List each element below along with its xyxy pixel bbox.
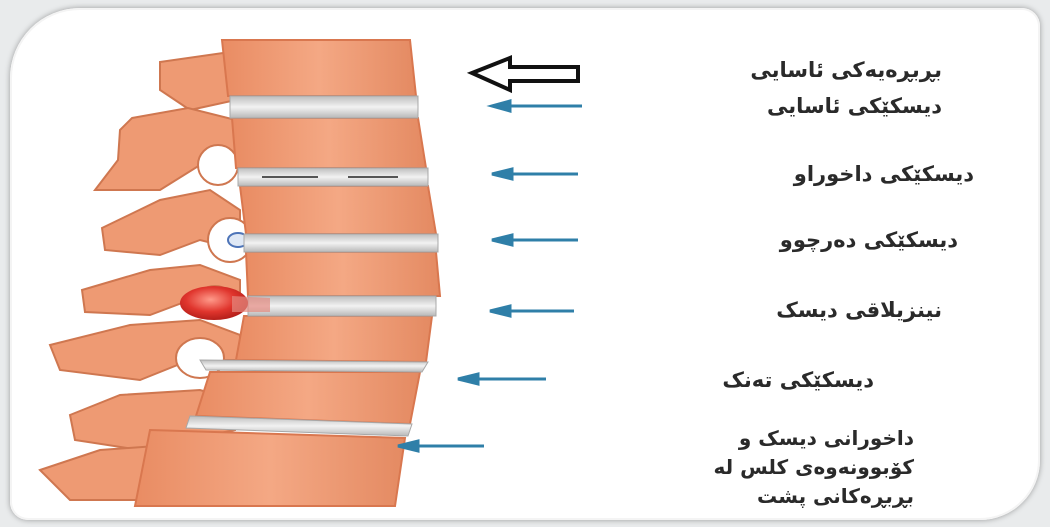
label-bulging-disc: دیسکێکی دەرچوو [780, 226, 958, 254]
thin-disc [200, 360, 428, 372]
arrow-icon [458, 374, 546, 384]
label-herniated-disc: نینزیلاقی دیسک [776, 296, 942, 324]
herniation-tail [232, 296, 270, 312]
arrow-icon [492, 169, 578, 179]
normal-disc [230, 96, 418, 118]
label-thin-disc: دیسکێکی تەنک [722, 366, 874, 394]
label-normal-disc: دیسکێکی ئاسایی [767, 92, 942, 120]
label-normal-vertebra: بڕبڕەیەکی ئاسایی [750, 56, 942, 84]
hollow-arrow-icon [472, 58, 578, 90]
label-degeneration: داخورانی دیسک و کۆبوونەوەی کلس لە بڕبڕەک… [714, 424, 915, 511]
herniated-disc [248, 296, 436, 316]
label-worn-disc: دیسکێکی داخوراو [794, 160, 974, 188]
arrow-icon [490, 306, 574, 316]
arrow-icon [492, 101, 582, 111]
bulging-disc [244, 234, 438, 252]
arrow-icon [398, 441, 484, 451]
arrow-icon [492, 235, 578, 245]
